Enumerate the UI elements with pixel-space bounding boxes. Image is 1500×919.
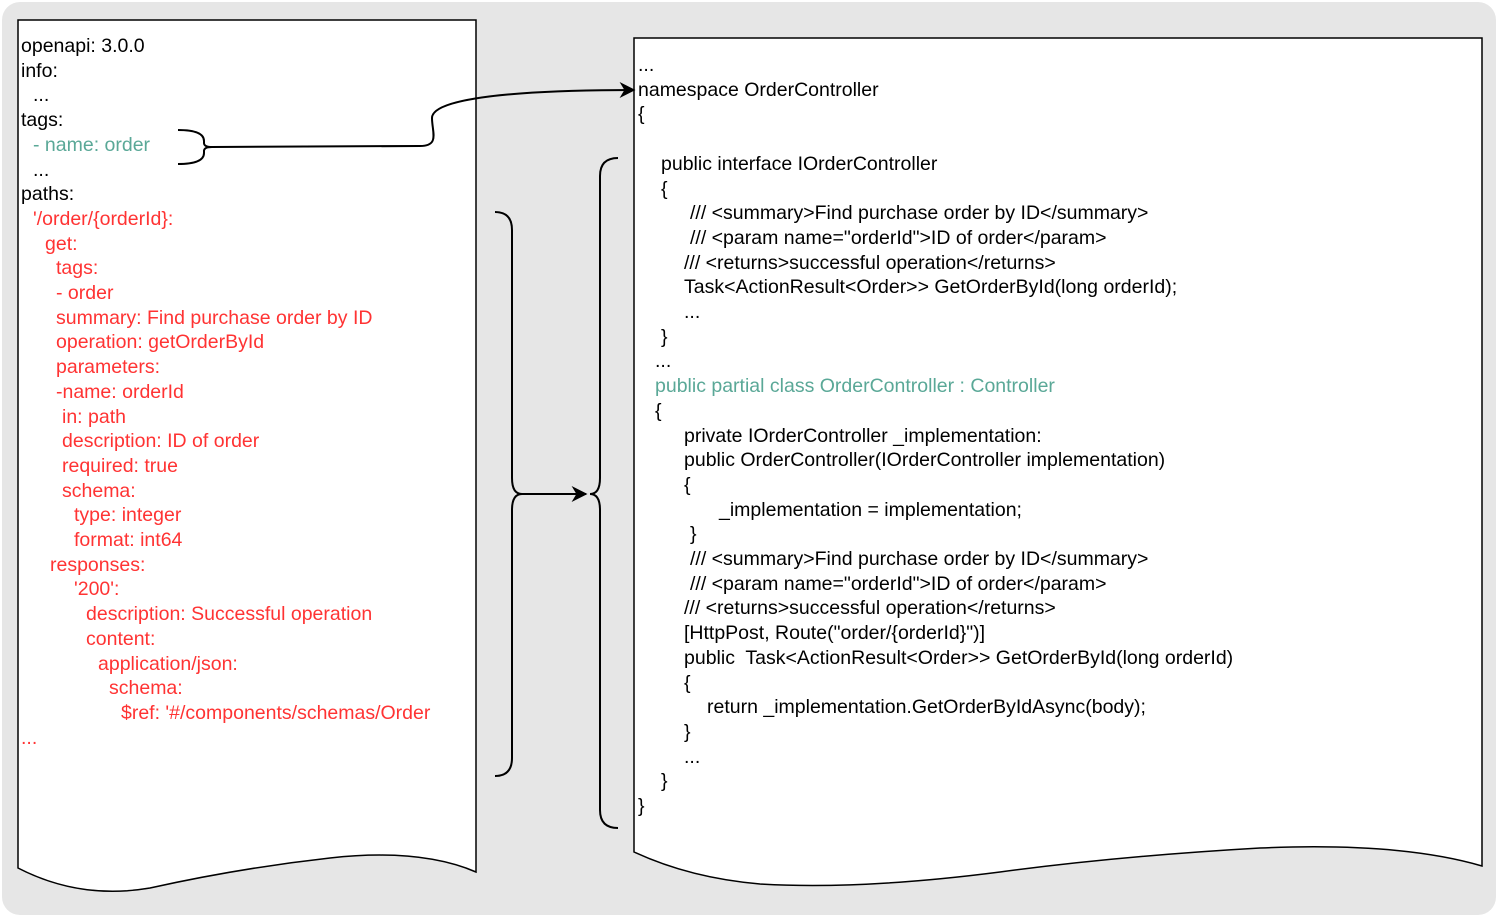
csharp-doc-line: public interface IOrderController [661,152,938,175]
csharp-doc-line: /// <returns>successful operation</retur… [684,597,1056,620]
csharp-doc-line: /// <summary>Find purchase order by ID</… [690,548,1149,570]
openapi-doc-line: get: [45,232,78,255]
csharp-doc-line: public Task<ActionResult<Order>> GetOrde… [684,646,1234,669]
openapi-doc-line: openapi: 3.0.0 [21,35,145,57]
openapi-doc-line: description: Successful operation [86,603,373,626]
csharp-doc-line: Task<ActionResult<Order>> GetOrderById(l… [684,276,1178,299]
openapi-doc-line: in: path [62,405,126,428]
openapi-doc-line: schema: [62,479,136,502]
openapi-doc-line: format: int64 [74,529,183,551]
openapi-document-shape [17,19,477,892]
paths-brace [494,211,523,777]
openapi-doc-line: info: [21,59,58,82]
openapi-doc-line: tags: [56,257,99,280]
openapi-doc-line: operation: getOrderById [56,331,265,354]
openapi-doc-line: type: integer [74,504,182,527]
csharp-doc-line: private IOrderController _implementation… [684,424,1042,447]
openapi-doc-line: ... [33,84,50,107]
csharp-doc-line: ... [684,745,701,768]
csharp-doc-line: { [661,177,668,200]
csharp-doc-line: /// <returns>successful operation</retur… [684,251,1056,274]
code-brace [589,157,619,829]
openapi-doc-line: ... [33,158,50,181]
csharp-document-shape [633,37,1483,887]
openapi-doc-line: - name: order [33,133,151,156]
csharp-doc-line: namespace OrderController [638,78,879,101]
openapi-doc-line: content: [86,627,156,650]
csharp-doc-line: { [684,473,691,496]
csharp-doc-line: ... [655,350,672,373]
csharp-doc-line: public OrderController(IOrderController … [684,449,1166,472]
openapi-doc-line: description: ID of order [62,430,260,453]
openapi-doc-line: ... [21,726,38,749]
openapi-doc-line: schema: [109,677,183,700]
openapi-doc-line: required: true [62,454,178,477]
csharp-doc-line: { [638,103,645,126]
csharp-doc-line: { [655,399,662,422]
csharp-doc-line: { [684,671,691,694]
csharp-doc-line: } [661,770,668,793]
csharp-doc-line: [HttpPost, Route("order/{orderId}")] [684,622,986,645]
openapi-doc-line: -name: orderId [56,380,184,403]
openapi-doc-line: parameters: [56,356,161,379]
openapi-doc-line: responses: [50,553,146,576]
csharp-doc-line: /// <summary>Find purchase order by ID</… [690,202,1149,225]
openapi-doc-line: paths: [21,183,75,206]
csharp-doc-line: } [638,795,645,817]
csharp-doc-line: public partial class OrderController : C… [655,375,1055,398]
csharp-doc-line: } [690,523,697,546]
openapi-doc-line: tags: [21,109,64,132]
openapi-doc-line: - order [56,282,114,304]
csharp-doc-line: ... [684,301,701,323]
csharp-doc-line: } [684,720,691,743]
tag-to-namespace-connector [211,82,636,148]
openapi-doc-line: summary: Find purchase order by ID [56,306,373,329]
csharp-doc-line: /// <param name="orderId">ID of order</p… [690,572,1107,595]
openapi-doc-line: application/json: [98,652,238,675]
openapi-doc-line: $ref: '#/components/schemas/Order [121,701,431,724]
csharp-doc-line: /// <param name="orderId">ID of order</p… [690,226,1107,249]
csharp-doc-line: return _implementation.GetOrderByIdAsync… [707,696,1146,719]
csharp-doc-line: ... [638,54,655,76]
csharp-doc-line: _implementation = implementation; [719,498,1022,521]
openapi-doc-line: '200': [74,578,120,601]
openapi-doc-line: '/order/{orderId}: [33,207,174,230]
csharp-doc-line: } [661,325,668,348]
